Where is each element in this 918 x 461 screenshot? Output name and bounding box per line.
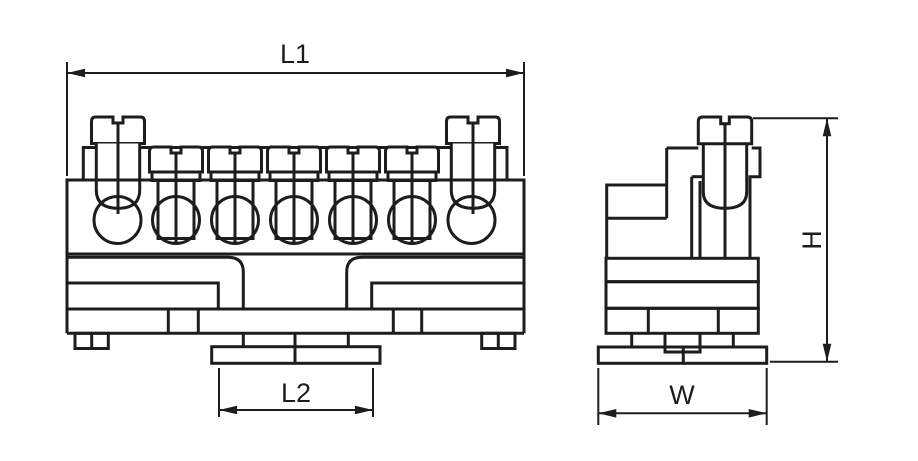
front-housing-strip [81, 146, 509, 180]
front-body [65, 178, 526, 365]
dimension-label-h: H [797, 230, 827, 250]
side-view [596, 115, 769, 365]
dimension-label-l2: L2 [281, 378, 311, 408]
front-view [65, 115, 526, 365]
dimension-label-w: W [669, 380, 695, 410]
dimension-l1: L1 [66, 39, 525, 176]
terminal-screw [445, 115, 501, 216]
terminal-screw-side [696, 115, 754, 259]
dimension-l2: L2 [218, 368, 374, 417]
dimension-label-l1: L1 [280, 39, 310, 69]
terminal-screw [90, 115, 146, 216]
dimension-w: W [597, 368, 768, 425]
dimension-h: H [753, 117, 838, 363]
